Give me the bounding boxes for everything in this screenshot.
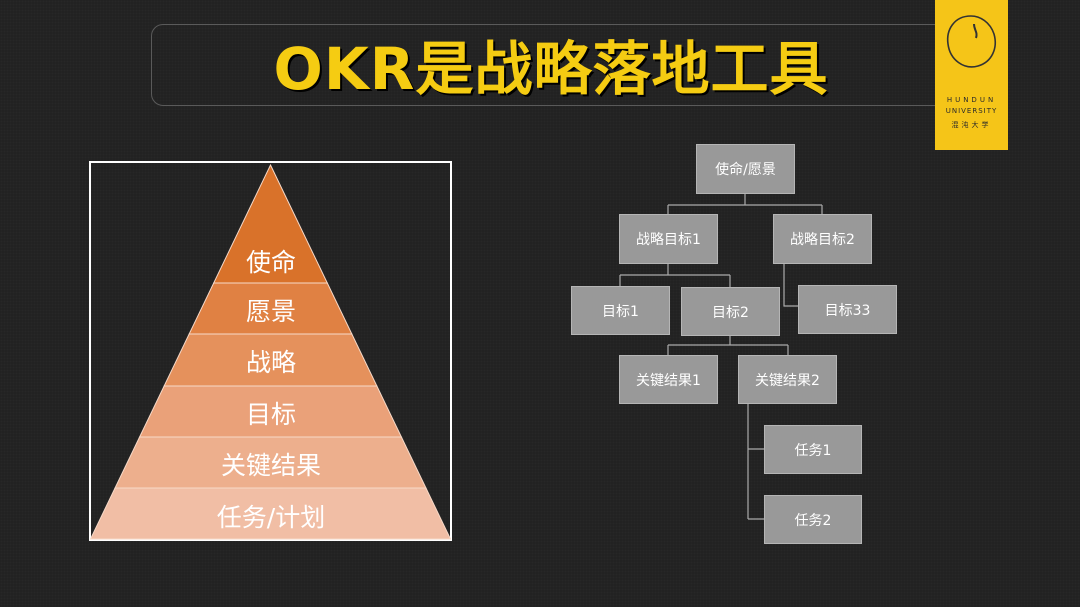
tree-node-key-result-1: 关键结果1: [619, 355, 718, 404]
tree-node-task-2: 任务2: [764, 495, 862, 544]
pyramid-label-task: 任务/计划: [216, 503, 326, 532]
tree-node-strategy-2: 战略目标2: [773, 214, 872, 264]
pyramid-label-mission: 使命: [245, 248, 296, 277]
tree-node-goal-2: 目标2: [681, 287, 780, 336]
pyramid-label-key-result: 关键结果: [220, 451, 321, 480]
tree-node-goal-33: 目标33: [798, 285, 897, 334]
logo-line-3: 混沌大学: [951, 121, 992, 129]
pyramid-label-goal: 目标: [245, 400, 296, 429]
tree-node-mission-vision: 使命/愿景: [696, 144, 795, 194]
logo-line-2: UNIVERSITY: [945, 107, 998, 115]
logo-circle-icon: [946, 15, 996, 68]
pyramid-label-vision: 愿景: [245, 297, 296, 326]
tree-node-task-1: 任务1: [764, 425, 862, 474]
tree-node-strategy-1: 战略目标1: [619, 214, 718, 264]
tree-node-goal-1: 目标1: [571, 286, 670, 335]
tree-node-key-result-2: 关键结果2: [738, 355, 837, 404]
logo-line-1: HUNDUN: [946, 96, 997, 104]
pyramid-frame: [89, 161, 452, 541]
hundun-logo: HUNDUN UNIVERSITY 混沌大学: [935, 0, 1008, 150]
pyramid-diagram: [89, 163, 452, 540]
pyramid-level-task: [89, 487, 452, 540]
page-title: OKR是战略落地工具: [273, 35, 829, 103]
pyramid-label-strategy: 战略: [245, 348, 296, 377]
